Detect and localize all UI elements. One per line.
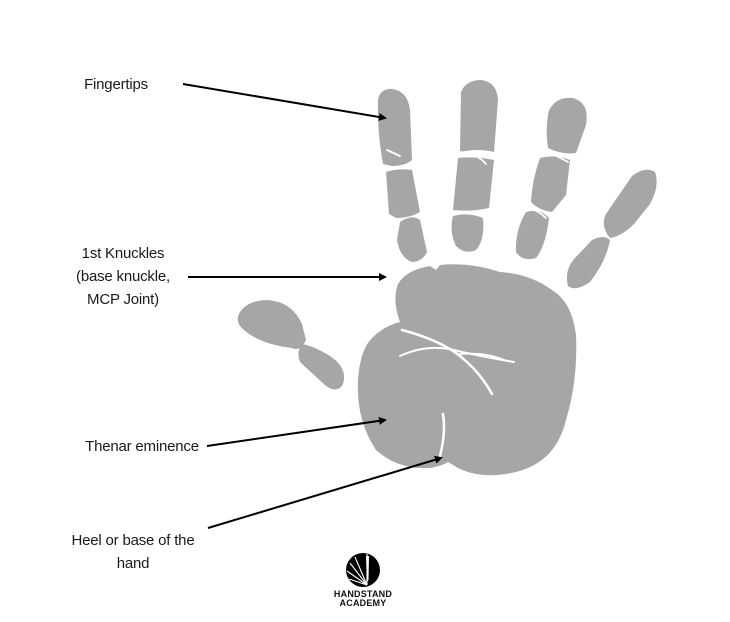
brand-logo: HANDSTAND ACADEMY — [325, 552, 401, 608]
little-finger — [566, 169, 657, 289]
arrow-heel — [207, 455, 443, 529]
label-text: hand — [116, 555, 150, 572]
label-text: Thenar eminence — [85, 438, 199, 455]
thumb — [237, 300, 345, 390]
label-text: 1st Knuckles — [81, 245, 165, 262]
arrow-thenar — [206, 416, 387, 447]
handstand-academy-logo-icon — [346, 553, 380, 587]
label-text: Fingertips — [84, 76, 148, 93]
pointer-arrows — [182, 83, 443, 529]
brand-line-1: HANDSTAND — [333, 589, 393, 599]
label-thenar-eminence: Thenar eminence — [72, 435, 212, 458]
arrow-fingertips — [182, 83, 387, 121]
brand-wordmark: HANDSTAND ACADEMY — [325, 590, 401, 608]
brand-line-2: ACADEMY — [339, 598, 387, 608]
hand-shape — [237, 80, 657, 476]
label-heel-of-hand: Heel or base of the hand — [48, 529, 218, 575]
palm — [357, 264, 577, 476]
label-first-knuckles: 1st Knuckles (base knuckle, MCP Joint) — [58, 242, 188, 311]
label-text: Heel or base of the — [71, 532, 195, 549]
ring-finger — [515, 97, 587, 260]
label-text: MCP Joint) — [87, 291, 159, 308]
middle-finger — [451, 80, 498, 252]
label-fingertips: Fingertips — [66, 73, 166, 96]
label-text: (base knuckle, — [76, 268, 170, 285]
palm-creases — [386, 149, 569, 458]
index-finger — [377, 88, 427, 262]
